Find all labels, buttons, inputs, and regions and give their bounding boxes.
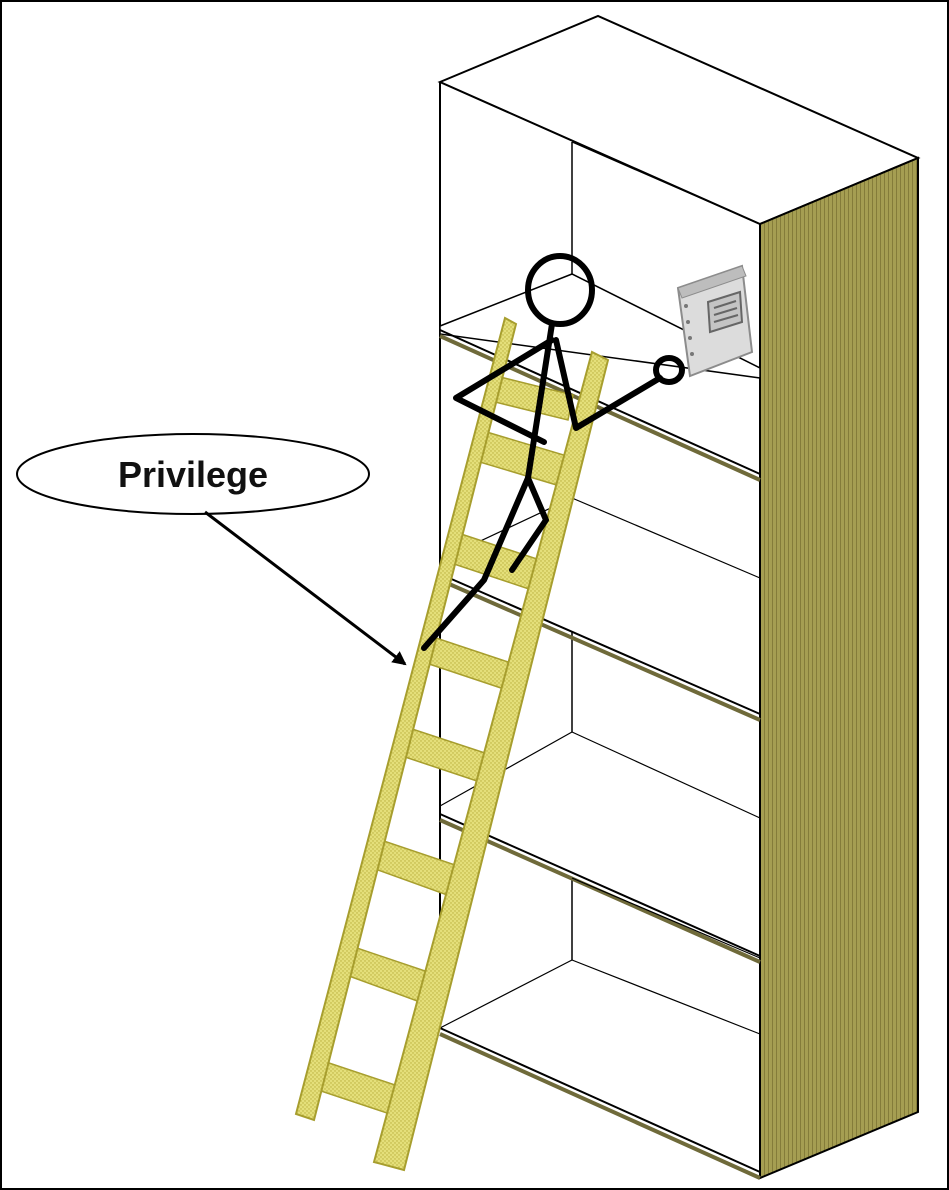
arrow-icon	[205, 512, 405, 664]
privilege-callout: Privilege	[17, 434, 405, 664]
ladder	[296, 318, 608, 1170]
cabinet-side	[760, 158, 918, 1178]
cabinet	[440, 16, 918, 1178]
ladder-left-rail	[296, 318, 516, 1120]
callout-label: Privilege	[118, 454, 268, 495]
ladder-rung	[423, 636, 514, 690]
ladder-right-rail	[374, 352, 608, 1170]
